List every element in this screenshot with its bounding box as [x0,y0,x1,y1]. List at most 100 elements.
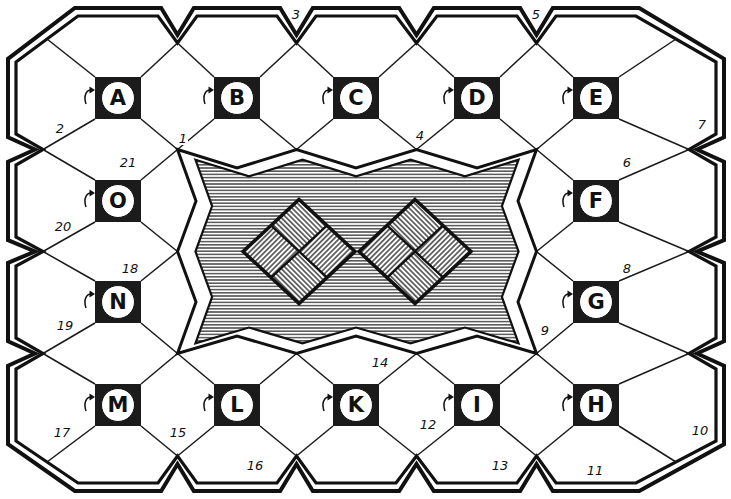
guard-letter: D [468,88,485,109]
cell-line [619,252,689,282]
cell-line [141,323,178,354]
cell-line [619,222,689,252]
letter-square: G [573,281,619,323]
panel-hatch [195,160,518,344]
cell-line [297,43,334,77]
callout-number: 7 [697,118,707,131]
cell-line [537,43,574,77]
guard-letter: F [589,191,603,212]
motif-tile [243,226,299,278]
guard-letter: N [109,292,127,313]
letter-disc: M [101,388,135,422]
cell-line [141,222,178,252]
callout-number: 13 [491,459,510,472]
cell-line [379,426,417,456]
motif-diamond [359,200,471,304]
cell-line [537,354,574,385]
motif-tile [359,226,415,278]
cell-line [260,426,297,456]
cell-line [500,354,537,385]
callout-number: 15 [169,426,188,439]
cell-line [537,252,574,282]
callout-number: 8 [622,262,632,275]
callout-number: 16 [246,459,265,472]
motif-diamond [243,200,355,304]
letter-square: I [454,384,500,426]
guard-letter: K [348,395,364,416]
callout-number: 12 [419,418,438,431]
letter-square: H [573,384,619,426]
cell-line [141,354,178,385]
letter-square: C [333,77,379,119]
letter-disc: N [101,285,135,319]
cell-line [619,426,676,462]
callout-number: 19 [56,319,75,332]
cell-line [619,354,689,385]
cell-line [619,39,676,77]
cell-line [379,43,417,77]
cell-line [500,43,537,77]
guard-letter: G [587,292,604,313]
guard-letter: O [109,191,127,212]
cell-line [141,119,178,150]
guard-letter: L [230,395,243,416]
letter-disc: L [220,388,254,422]
outer-frame [8,8,724,491]
callout-number: 4 [415,129,425,142]
cell-line [260,43,297,77]
cell-line [297,426,334,456]
cell-line [260,354,297,385]
callout-number: 10 [691,424,710,437]
cell-line [417,426,455,456]
cell-line [297,354,334,385]
letter-square: M [95,384,141,426]
guard-letter: M [108,395,129,416]
cell-line [178,354,215,385]
letter-square: F [573,180,619,222]
letter-disc: C [339,81,373,115]
cell-line [178,119,215,150]
cell-line [141,150,178,181]
callout-number: 9 [540,324,550,337]
letter-square: K [333,384,379,426]
cell-line [417,354,455,385]
letter-square: L [214,384,260,426]
callout-number: 11 [586,464,605,477]
callout-number: 14 [371,356,390,369]
cell-line [43,354,95,385]
cell-line [619,323,689,354]
cell-line [500,119,537,150]
letter-disc: H [579,388,613,422]
cell-line [417,43,455,77]
cell-line [43,252,95,282]
letter-disc: E [579,81,613,115]
cell-line [260,119,297,150]
cell-line [47,426,95,462]
cell-line [141,43,178,77]
guard-letter: H [587,395,605,416]
cell-line [379,119,417,150]
panel-outline [178,150,537,354]
cell-line [537,426,574,456]
callout-number: 5 [531,8,541,21]
cell-line [619,119,689,150]
letter-disc: A [101,81,135,115]
cell-line [178,43,215,77]
guard-letter: E [589,88,603,109]
letter-disc: B [220,81,254,115]
guard-letter: I [473,395,481,416]
letter-disc: F [579,184,613,218]
letter-disc: G [579,285,613,319]
cell-line [47,39,95,77]
cell-line [500,426,537,456]
letter-disc: K [339,388,373,422]
callout-number: 6 [622,156,632,169]
cell-line [537,222,574,252]
cell-line [43,150,95,181]
letter-square: N [95,281,141,323]
cell-line [43,119,95,150]
guard-letter: B [229,88,245,109]
callout-number: 1 [178,132,188,145]
letter-square: A [95,77,141,119]
